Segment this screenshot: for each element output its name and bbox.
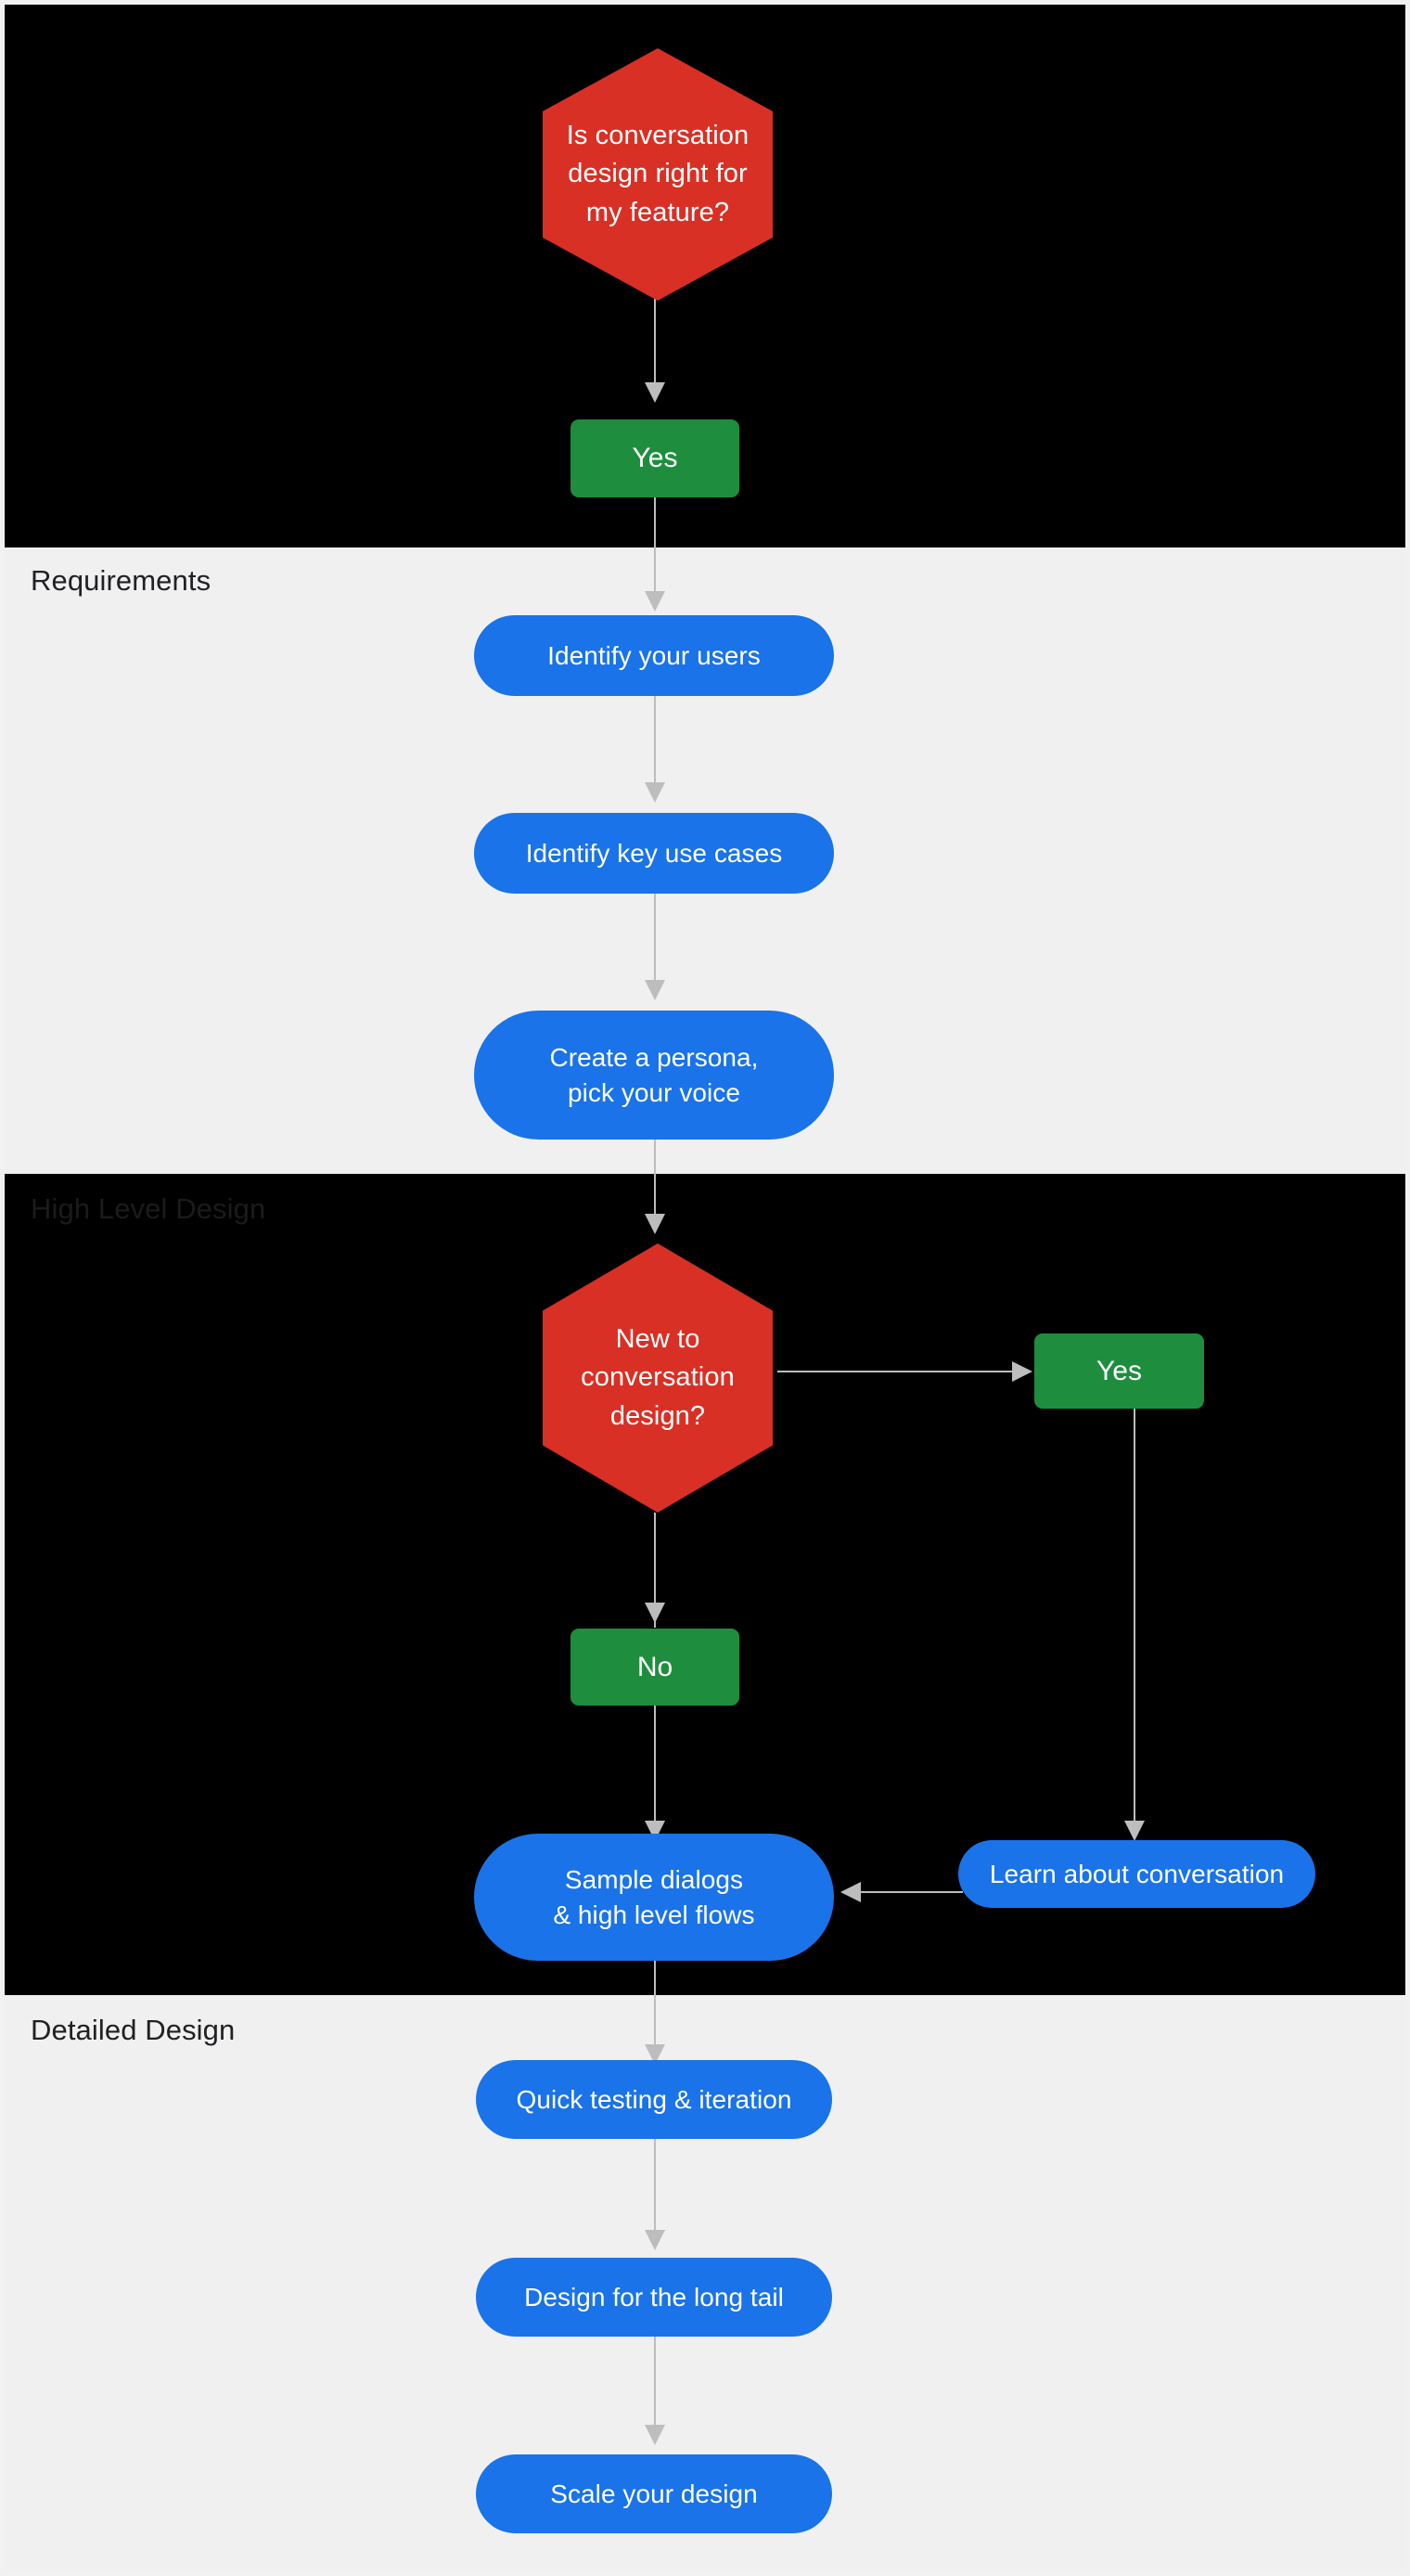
band-label-requirements: Requirements — [31, 564, 212, 597]
connector-quick-testing-to-long-tail — [654, 2139, 656, 2236]
arrowhead-sample-dialogs-to-quick-testing — [645, 2044, 665, 2065]
decision2-line-2: conversation — [581, 1362, 735, 1393]
arrowhead-decision1-to-yes — [645, 382, 665, 403]
arrowhead-usecases-to-persona — [645, 980, 665, 1000]
arrowhead-users-to-usecases — [645, 782, 665, 803]
decision2-line-3: design? — [609, 1400, 706, 1431]
decision-line-3: my feature? — [585, 197, 730, 227]
arrowhead-learn-to-sample-dialogs — [840, 1882, 861, 1902]
connector-persona-to-decision2 — [654, 1140, 656, 1232]
answer-no-new-to-cd[interactable]: No — [570, 1629, 739, 1706]
decision2-line-1: New to — [615, 1324, 700, 1355]
connector-decision1-to-yes — [654, 297, 656, 390]
step-design-for-long-tail-label: Design for the long tail — [524, 2282, 784, 2312]
connector-yes-right-to-learn — [1134, 1409, 1135, 1826]
band-label-detailed: Detailed Design — [31, 2014, 236, 2046]
connector-no-to-sample-dialogs — [654, 1706, 656, 1826]
arrowhead-decision2-to-yes-right — [1012, 1361, 1032, 1382]
answer-yes-new-to-cd-label: Yes — [1096, 1355, 1142, 1386]
answer-yes-new-to-cd[interactable]: Yes — [1034, 1333, 1204, 1409]
decision-line-2: design right for — [568, 159, 748, 189]
arrowhead-persona-to-decision2 — [645, 1214, 665, 1234]
step-scale-your-design[interactable]: Scale your design — [476, 2454, 832, 2533]
step-design-for-long-tail[interactable]: Design for the long tail — [476, 2258, 832, 2337]
decision-new-to-conversation-design[interactable]: New to conversation design? — [543, 1243, 773, 1513]
arrowhead-yes-right-to-learn — [1124, 1821, 1145, 1841]
arrowhead-decision2-to-no — [645, 1603, 665, 1623]
step-create-persona-pick-voice[interactable]: Create a persona, pick your voice — [474, 1011, 834, 1140]
connector-usecases-to-persona — [654, 894, 656, 986]
step-learn-about-conversation-label: Learn about conversation — [989, 1859, 1285, 1888]
decision-line-1: Is conversation — [566, 121, 750, 151]
answer-yes-top-label: Yes — [632, 443, 678, 473]
connector-decision2-to-yes-right — [777, 1371, 1014, 1372]
answer-no-new-to-cd-label: No — [636, 1651, 673, 1682]
connector-decision2-to-no — [654, 1513, 656, 1628]
connector-users-to-usecases — [654, 696, 656, 789]
band-label-high-level: High Level Design — [31, 1192, 266, 1225]
step-quick-testing-iteration-label: Quick testing & iteration — [516, 2084, 792, 2114]
step-sample-dialogs-line-2: & high level flows — [553, 1900, 755, 1929]
answer-yes-top[interactable]: Yes — [570, 419, 739, 497]
step-create-persona-line-1: Create a persona, — [549, 1042, 759, 1072]
step-identify-key-use-cases-label: Identify key use cases — [525, 838, 783, 868]
step-scale-your-design-label: Scale your design — [550, 2479, 758, 2508]
step-create-persona-line-2: pick your voice — [568, 1077, 740, 1107]
connector-learn-to-sample-dialogs — [861, 1891, 963, 1893]
arrowhead-yes-to-identify-users — [645, 591, 665, 612]
step-sample-dialogs-line-1: Sample dialogs — [564, 1864, 744, 1894]
connector-yes-to-identify-users — [654, 497, 656, 598]
connector-long-tail-to-scale — [654, 2337, 656, 2434]
step-identify-your-users[interactable]: Identify your users — [474, 615, 834, 696]
arrowhead-quick-testing-to-long-tail — [645, 2230, 665, 2250]
arrowhead-long-tail-to-scale — [645, 2425, 665, 2445]
connector-sample-dialogs-to-quick-testing — [654, 1961, 656, 2054]
step-learn-about-conversation[interactable]: Learn about conversation — [958, 1840, 1315, 1908]
step-identify-your-users-label: Identify your users — [547, 640, 761, 670]
step-sample-dialogs-high-level-flows[interactable]: Sample dialogs & high level flows — [474, 1834, 834, 1961]
step-identify-key-use-cases[interactable]: Identify key use cases — [474, 813, 834, 894]
step-quick-testing-iteration[interactable]: Quick testing & iteration — [476, 2060, 832, 2139]
